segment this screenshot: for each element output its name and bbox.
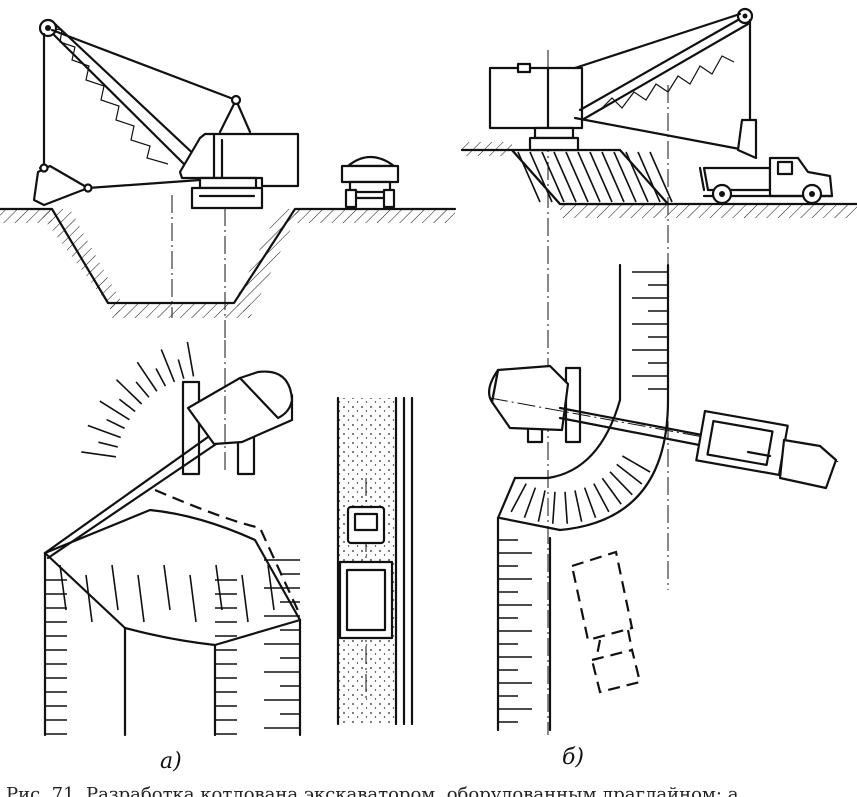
- hatch-tick: [574, 490, 583, 522]
- trench-ticks-lower-b: [498, 539, 532, 723]
- pit-slope-hatch-left: [40, 209, 122, 318]
- dragline-boom-a: [38, 18, 252, 190]
- hatch-tick: [186, 341, 195, 377]
- face-bottom-a: [43, 551, 302, 647]
- hatch-tick: [601, 151, 625, 203]
- hatch-tick: [85, 574, 93, 623]
- hatch-tick: [160, 349, 176, 383]
- hatch-tick: [106, 418, 125, 430]
- hatch-tick: [593, 483, 610, 513]
- hatch-tick: [111, 564, 119, 611]
- hatch-tick: [601, 477, 622, 505]
- hatch-tick: [59, 564, 67, 611]
- dump-truck-plan-a: [338, 505, 394, 640]
- hatch-tick: [163, 564, 171, 611]
- hatch-tick: [118, 398, 136, 413]
- dump-truck-front-a: [340, 155, 400, 209]
- dump-truck-side-b: [698, 156, 834, 205]
- hatch-tick: [177, 359, 185, 379]
- hatch-tick: [155, 368, 167, 387]
- cab-plan-b: [487, 364, 570, 432]
- pit-slope-hatch-right: [234, 209, 300, 318]
- hatch-tick: [510, 483, 527, 513]
- ground-hatch-left: [0, 209, 52, 223]
- track-right-b: [564, 366, 582, 444]
- hatch-tick: [523, 487, 537, 519]
- dragline-boom-b: [573, 7, 754, 152]
- hatch-tick: [551, 491, 556, 524]
- face-inner-b: [513, 398, 622, 480]
- hatch-tick: [621, 455, 651, 473]
- swing-arc-a: [154, 488, 301, 616]
- hatch-tick: [609, 471, 633, 496]
- excavator-body-a: [178, 132, 300, 210]
- boom-plan-a: [43, 430, 217, 555]
- dump-truck-plan-b: [695, 409, 838, 490]
- hatch-tick: [115, 379, 143, 405]
- hatch-tick: [136, 361, 158, 392]
- hatch-tick: [583, 487, 597, 519]
- hatch-tick: [616, 463, 643, 485]
- panel-b-label: б): [562, 745, 584, 770]
- hatch-tick: [637, 151, 661, 203]
- hatch-tick: [537, 490, 546, 522]
- panel-a-label: а): [160, 749, 182, 774]
- cab-plan-a: [186, 370, 294, 446]
- hatch-tick: [649, 151, 673, 203]
- trench-ticks-upper-b: [632, 271, 668, 390]
- hatch-tick: [87, 424, 122, 439]
- ground-hatch-right: [295, 209, 455, 223]
- embankment-ticks-b: [517, 151, 673, 203]
- face-ticks-a: [59, 341, 275, 623]
- hatch-tick: [541, 151, 565, 203]
- hatch-tick: [99, 400, 130, 421]
- face-ticks-b: [510, 455, 651, 524]
- panel-b-elevation: [460, 7, 857, 735]
- hatch-tick: [613, 151, 637, 203]
- hatch-tick: [625, 151, 649, 203]
- pit-bottom-hatch: [110, 303, 250, 318]
- hatch-tick: [81, 451, 117, 458]
- hatch-tick: [553, 151, 577, 203]
- pit-profile-line: [0, 207, 457, 305]
- hatch-tick: [98, 441, 119, 448]
- face-outline-a: [43, 508, 302, 622]
- dragline-bucket-a: [32, 163, 93, 207]
- hatch-tick: [577, 151, 601, 203]
- hatch-tick: [215, 564, 223, 611]
- hatch-tick: [589, 151, 613, 203]
- panel-a-plan: [43, 340, 414, 737]
- hatch-tick: [137, 574, 145, 623]
- dump-truck-ghost-b: [570, 550, 642, 694]
- figure-caption: Рис. 71. Разработка котлована экскаватор…: [6, 784, 739, 797]
- hatch-tick: [564, 491, 569, 524]
- hatch-tick: [517, 151, 541, 203]
- hatch-tick: [241, 574, 249, 623]
- panel-a-elevation: [0, 18, 457, 340]
- hatch-tick: [135, 381, 150, 398]
- panel-b-plan: [487, 263, 841, 732]
- hatch-tick: [565, 151, 589, 203]
- trench-ticks-a: [45, 559, 300, 735]
- dragline-bucket-b: [736, 118, 758, 160]
- hatch-tick: [189, 574, 197, 623]
- excavator-body-b: [488, 62, 584, 152]
